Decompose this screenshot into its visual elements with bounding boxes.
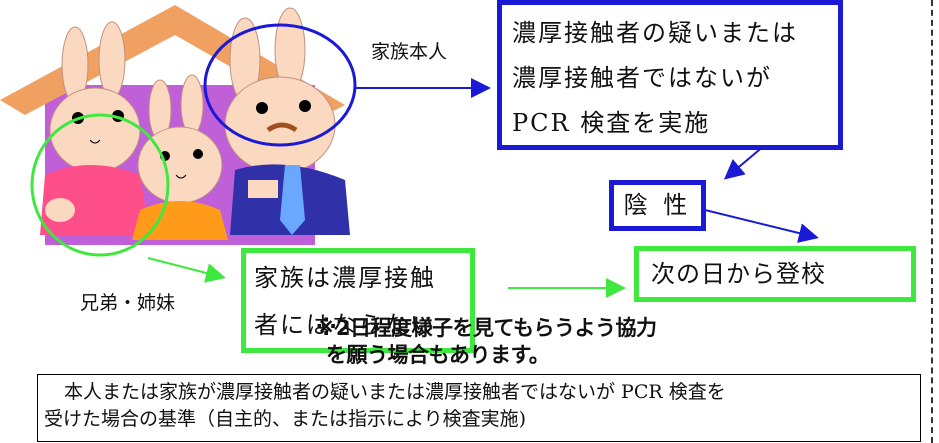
- pcr-test-box: 濃厚接触者の疑いまたは 濃厚接触者ではないが PCR 検査を実施: [497, 0, 843, 150]
- arrow-negative-to-attend: [704, 209, 819, 243]
- footer-line: 本人または家族が濃厚接触者の疑いまたは濃厚接触者ではないが PCR 検査を: [64, 381, 726, 403]
- father-rabbit-icon: [224, 7, 350, 235]
- note-line: ※2日程度様子を見てもらうよう協力: [316, 316, 657, 340]
- attend-label: 次の日から登校: [651, 260, 826, 288]
- note-text: ※2日程度様子を見てもらうよう協力 を願う場合もあります。: [316, 315, 657, 369]
- negative-box: 陰 性: [609, 180, 706, 231]
- pcr-box-line: PCR 検査を実施: [512, 109, 711, 137]
- mother-rabbit-icon: [40, 21, 150, 235]
- family-self-label: 家族本人: [371, 41, 448, 63]
- pcr-box-line: 濃厚接触者ではないが: [512, 64, 772, 92]
- family-box-line: 者にはならない: [254, 311, 436, 339]
- pcr-box-line: 濃厚接触者の疑いまたは: [512, 19, 798, 47]
- negative-label: 陰 性: [623, 191, 692, 219]
- child-rabbit-icon: [132, 74, 228, 240]
- footer-line: 受けた場合の基準（自主的、または指示により検査実施): [44, 408, 527, 430]
- siblings-circle: [30, 113, 170, 257]
- siblings-label: 兄弟・姉妹: [80, 292, 176, 314]
- family-not-contact-box: 家族は濃厚接触 者にはならない: [241, 248, 475, 353]
- family-box-line: 家族は濃厚接触: [254, 264, 436, 292]
- dashed-border: [931, 0, 933, 443]
- arrow-pcr-to-negative: [723, 144, 766, 180]
- footer-criteria: 本人または家族が濃厚接触者の疑いまたは濃厚接触者ではないが PCR 検査を 受け…: [37, 374, 921, 442]
- arrow-siblings-to-family: [147, 257, 226, 283]
- self-circle: [203, 23, 357, 147]
- note-line: を願う場合もあります。: [326, 343, 550, 367]
- attend-next-day-box: 次の日から登校: [634, 246, 916, 302]
